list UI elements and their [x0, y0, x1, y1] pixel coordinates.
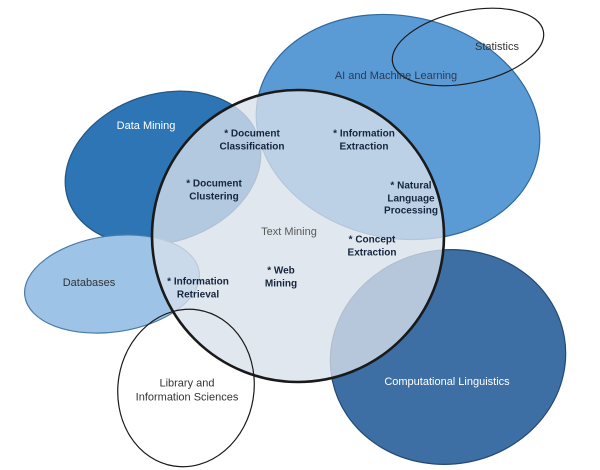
statistics-ellipse [391, 7, 545, 87]
text-mining-circle-outline [150, 88, 446, 384]
text-mining-circle [152, 90, 444, 382]
library-information-sciences-ellipse [117, 308, 255, 468]
